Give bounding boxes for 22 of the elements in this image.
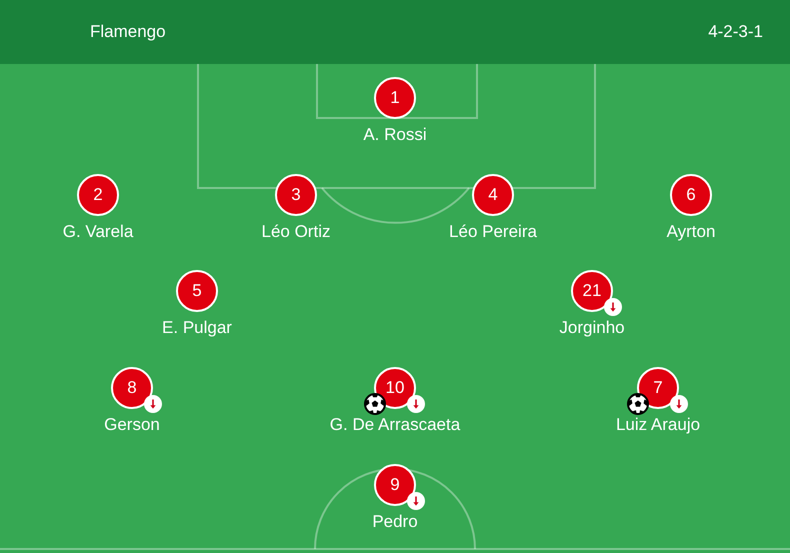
team-name: Flamengo	[90, 21, 166, 43]
player-name: Jorginho	[559, 318, 625, 337]
jersey-number: 8	[111, 367, 153, 409]
player-name: E. Pulgar	[162, 318, 232, 337]
player-name: G. Varela	[62, 222, 134, 241]
player-name: Luiz Araujo	[616, 415, 700, 434]
jersey-number: 5	[176, 270, 218, 312]
player-name: A. Rossi	[363, 125, 427, 144]
player-name: G. De Arrascaeta	[330, 415, 460, 434]
jersey-number: 2	[77, 174, 119, 216]
player-name: Léo Pereira	[449, 222, 537, 241]
player-name: Pedro	[372, 512, 418, 531]
jersey-number: 4	[472, 174, 514, 216]
jersey-number: 9	[374, 464, 416, 506]
player-name: Léo Ortiz	[262, 222, 330, 241]
player-name: Gerson	[104, 415, 160, 434]
jersey-number: 3	[275, 174, 317, 216]
jersey-number: 21	[571, 270, 613, 312]
jersey-number: 6	[670, 174, 712, 216]
jersey-number: 1	[374, 77, 416, 119]
formation: 4-2-3-1	[708, 21, 763, 43]
player-name: Ayrton	[666, 222, 716, 241]
